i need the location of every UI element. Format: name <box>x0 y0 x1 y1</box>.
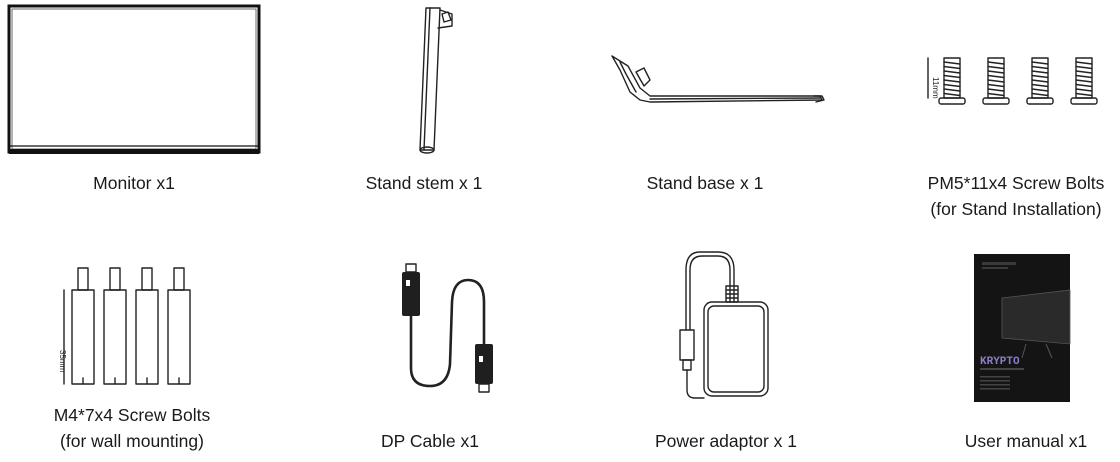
standoff-dimension: 35mm <box>58 350 67 373</box>
standoff-bolt-4 <box>167 267 191 385</box>
user-manual-label: User manual x1 <box>964 431 1088 451</box>
dp-cable-icon <box>402 263 493 393</box>
monitor-label: Monitor x1 <box>93 173 175 193</box>
item-stand-stem: Stand stem x 1 <box>330 0 530 210</box>
item-m4-screws: 35mm M4*7x4 Screw Bolts (for wall mounti… <box>0 240 280 462</box>
standoff-bolt-icon: 35mm <box>58 267 191 385</box>
item-stand-base: Stand base x 1 <box>600 0 840 210</box>
item-pm5-screws: 11mm PM5*11x4 Screw Bolts (for Stand Ins… <box>900 0 1120 240</box>
item-dp-cable: DP Cable x1 <box>340 240 560 462</box>
item-power-adaptor: Power adaptor x 1 <box>620 240 880 462</box>
screw-bolt-2 <box>982 57 1010 105</box>
screw-bolt-icon: 11mm <box>927 57 1098 105</box>
standoff-bolt-1 <box>71 267 95 385</box>
pm5-label: PM5*11x4 Screw Bolts (for Stand Installa… <box>927 173 1105 219</box>
power-adaptor-label: Power adaptor x 1 <box>654 431 798 451</box>
stand-stem-label: Stand stem x 1 <box>365 173 483 193</box>
user-manual-icon: KRYPTO <box>974 254 1071 402</box>
screw-bolt-1 <box>938 57 966 105</box>
screw-dimension: 11mm <box>931 77 940 99</box>
dp-cable-label: DP Cable x1 <box>381 431 479 451</box>
m4-label: M4*7x4 Screw Bolts (for wall mounting) <box>53 405 211 451</box>
item-user-manual: KRYPTO User manual x1 <box>930 240 1120 462</box>
screw-bolt-3 <box>1026 57 1054 105</box>
manual-cover-title: KRYPTO <box>980 356 1020 368</box>
standoff-bolt-2 <box>103 267 127 385</box>
stand-stem-icon <box>419 7 453 154</box>
screw-bolt-4 <box>1070 57 1098 105</box>
power-adaptor-icon <box>679 251 769 399</box>
item-monitor: Monitor x1 <box>0 0 280 210</box>
stand-base-label: Stand base x 1 <box>646 173 764 193</box>
stand-base-icon <box>611 55 825 103</box>
monitor-icon <box>7 4 261 154</box>
standoff-bolt-3 <box>135 267 159 385</box>
